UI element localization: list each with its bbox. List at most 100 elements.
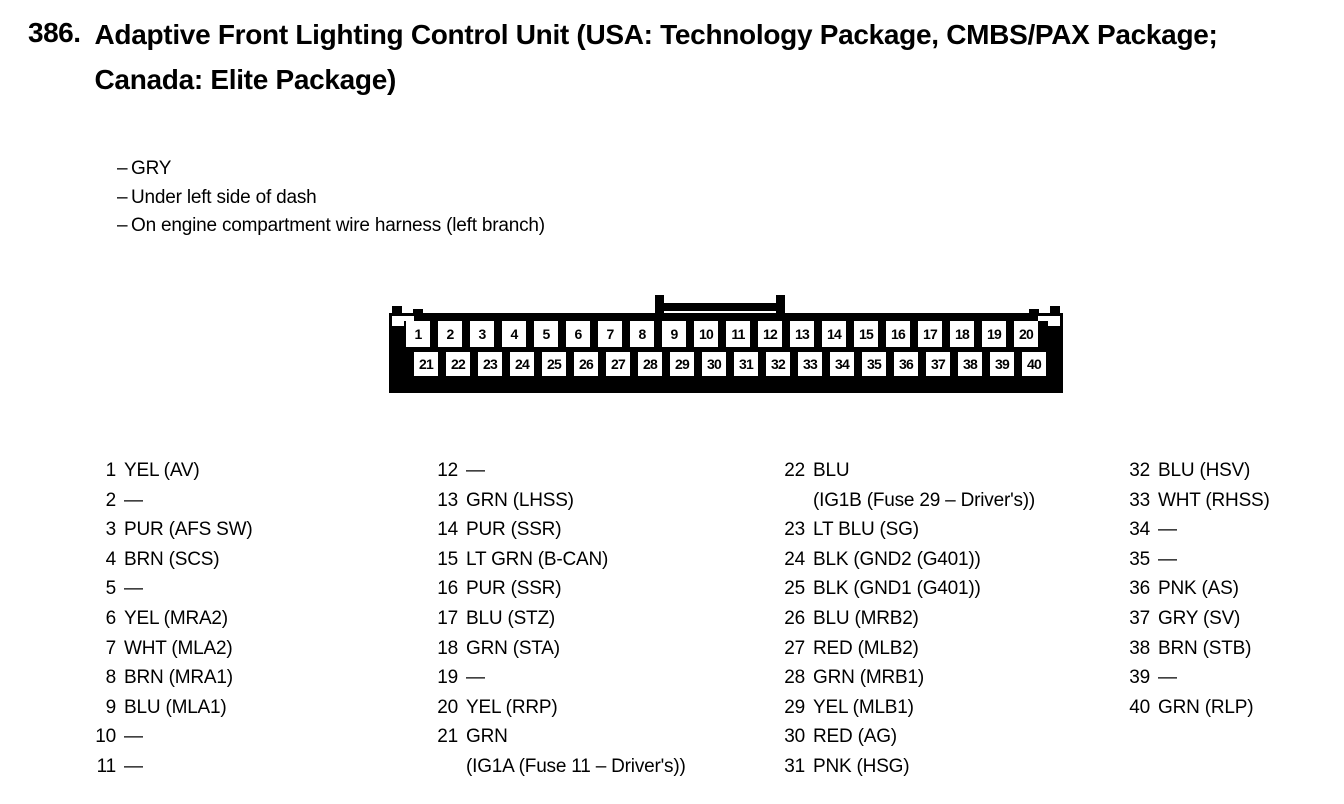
pin-entry-number: 1 [105,460,117,481]
pin-entry-value: BLU (MRB2) [813,604,1114,634]
pin-entry-value: WHT (RHSS) [1158,486,1344,516]
connector-notch-right [1048,316,1060,326]
pin-entry-10: 10— [90,722,420,752]
connector-pin-37: 37 [926,352,950,376]
connector-pin-4: 4 [502,321,526,347]
pin-entry-value: PUR (SSR) [466,574,772,604]
pin-entry-number: 34 [1129,519,1150,541]
connector-tab-right [1050,306,1060,316]
connector-notch-left-step [404,316,414,321]
pin-entry-value-line1: BRN (MRA1) [124,667,233,689]
connector-pin-5: 5 [534,321,558,347]
pin-entry-value: GRN (LHSS) [466,486,772,516]
pin-entry-value: BLU (HSV) [1158,456,1344,486]
pin-entry-value-line1: — [124,489,143,511]
pin-entry-value: RED (MLB2) [813,634,1114,664]
pin-entry-value: GRN(IG1A (Fuse 11 – Driver's)) [466,722,772,781]
connector-pin-38: 38 [958,352,982,376]
note-text: On engine compartment wire harness (left… [131,215,545,236]
pin-entry-value: LT GRN (B-CAN) [466,545,772,575]
pin-entry-value: BLK (GND2 (G401)) [813,545,1114,575]
pin-entry-value: BRN (MRA1) [124,663,420,693]
pin-entry-value: — [124,486,420,516]
pin-entry-value-line1: — [1158,548,1177,570]
pin-entry-11: 11— [90,752,420,782]
pin-entry-number: 20 [437,696,458,718]
connector-pin-10: 10 [694,321,718,347]
connector-pin-13: 13 [790,321,814,347]
connector-pin-8: 8 [630,321,654,347]
pin-entry-value: BRN (STB) [1158,634,1344,664]
connector-pin-18: 18 [950,321,974,347]
pin-entry-value-line1: BRN (STB) [1158,637,1252,659]
pin-entry-value-line1: BLU (MLA1) [124,696,227,718]
pin-entry-number: 18 [437,637,458,659]
pin-entry-value: GRN (RLP) [1158,693,1344,723]
pin-entry-number: 40 [1129,696,1150,718]
pin-entry-34: 34— [1124,515,1344,545]
pin-entry-28: 28 GRN (MRB1) [779,663,1114,693]
pin-entry-number: 19 [437,667,458,689]
pin-entry-value: WHT (MLA2) [124,634,420,664]
pin-entry-value-line1: — [466,460,485,481]
pin-entry-value: — [124,752,420,782]
note-text: GRY [131,158,172,179]
connector-pin-27: 27 [606,352,630,376]
pin-entry-value: — [466,663,772,693]
pin-entry-value: — [124,722,420,752]
pin-entry-number: 2 [105,489,117,511]
pin-entry-number: 39 [1129,667,1150,689]
pin-entry-value-line1: GRN (MRB1) [813,667,924,689]
pin-entry-20: 20 YEL (RRP) [432,693,772,723]
pin-entry-number: 6 [105,607,117,629]
pin-entry-value: LT BLU (SG) [813,515,1114,545]
pin-entry-value: YEL (MRA2) [124,604,420,634]
connector-pin-2: 2 [438,321,462,347]
pin-entry-value-line1: — [124,755,143,777]
dash-marker: – [117,186,128,208]
pin-entry-number: 38 [1129,637,1150,659]
pin-entry-number: 23 [784,519,805,541]
pin-entry-value-line1: BLU (MRB2) [813,607,919,629]
pin-entry-32: 32 BLU (HSV) [1124,456,1344,486]
connector-pin-6: 6 [566,321,590,347]
page-header: 386. Adaptive Front Lighting Control Uni… [28,12,1318,102]
connector-pin-3: 3 [470,321,494,347]
pin-entry-value-line1: YEL (MRA2) [124,607,228,629]
pin-entry-value-line1: WHT (MLA2) [124,637,233,659]
connector-latch-bar [655,303,785,311]
connector-pin-39: 39 [990,352,1014,376]
pin-entry-value-line1: YEL (RRP) [466,696,558,718]
pin-entry-number: 30 [784,726,805,748]
pin-entry-number: 28 [784,667,805,689]
pin-entry-number: 14 [437,519,458,541]
pin-entry-value: YEL (AV) [124,456,420,486]
connector-pin-36: 36 [894,352,918,376]
pin-entry-value-line1: RED (MLB2) [813,637,919,659]
pin-entry-value-line1: BLK (GND2 (G401)) [813,548,981,570]
pin-entry-value-line1: — [124,726,143,748]
pin-entry-number: 32 [1129,460,1150,481]
page-title: Adaptive Front Lighting Control Unit (US… [94,19,1218,95]
pin-entry-value: RED (AG) [813,722,1114,752]
pin-entry-value: — [1158,663,1344,693]
connector-pin-26: 26 [574,352,598,376]
note-list: –GRY –Under left side of dash –On engine… [117,155,1017,241]
pin-entry-35: 35— [1124,545,1344,575]
dash-marker: – [117,215,128,236]
pin-entry-value-line1: YEL (MLB1) [813,696,914,718]
section-number: 386. [28,17,81,48]
